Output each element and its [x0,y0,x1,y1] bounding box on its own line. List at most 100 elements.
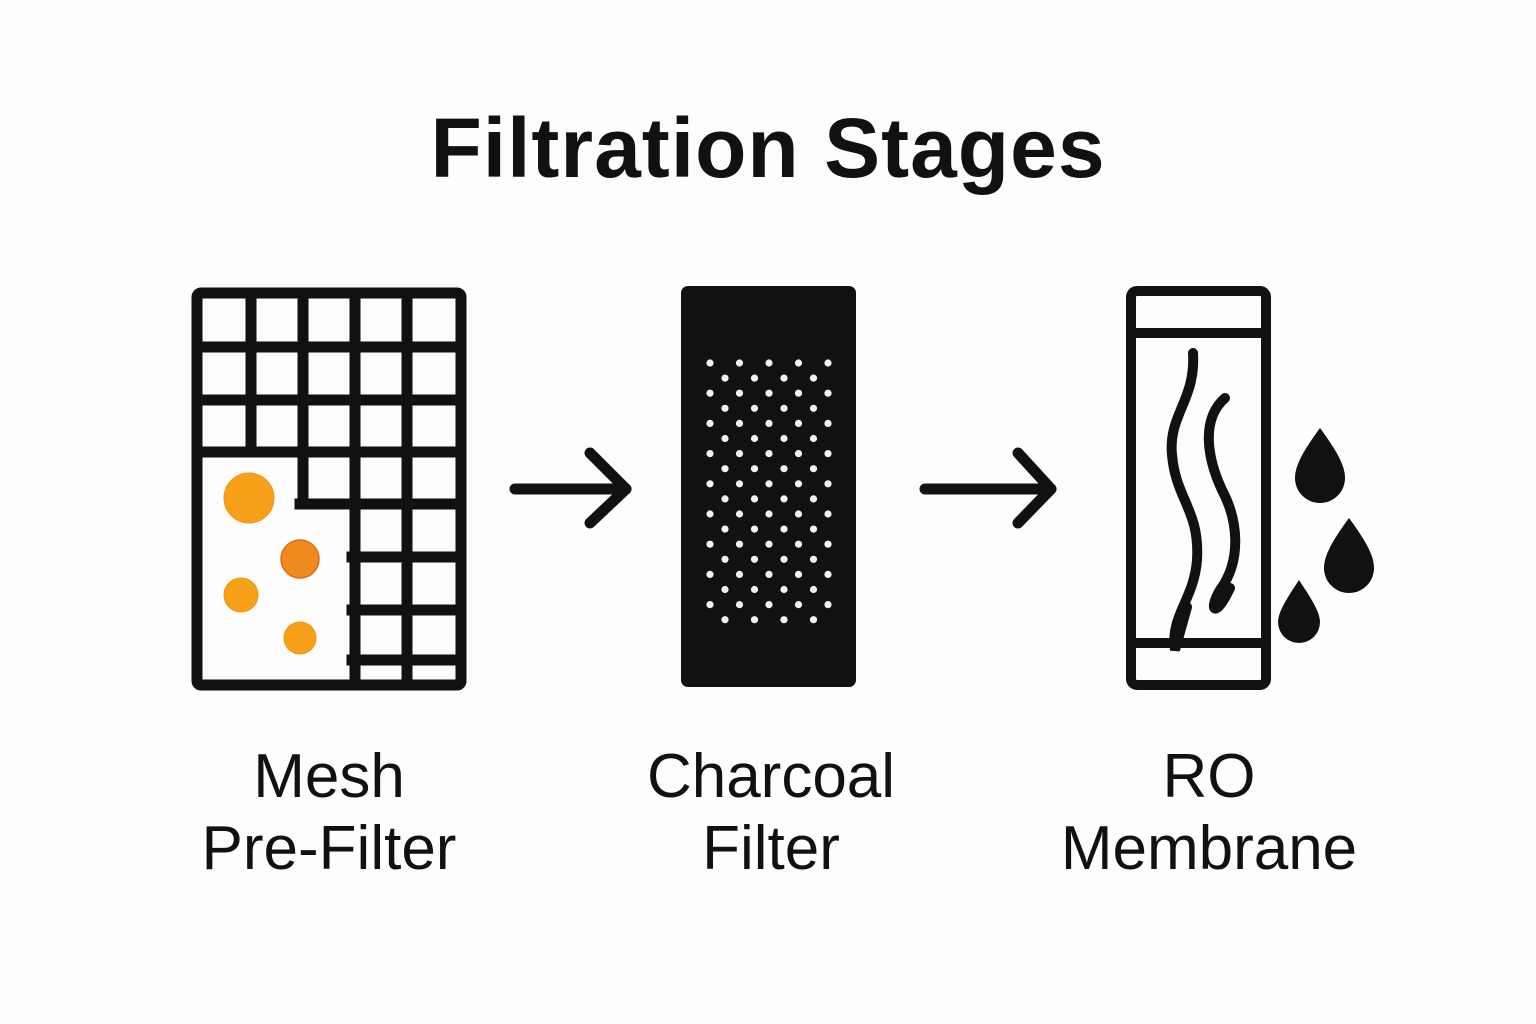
pore-dot [706,480,714,488]
pore-dot [809,465,818,473]
pore-dot [794,450,803,458]
pore-dot [706,510,714,518]
pore-dot [794,601,803,609]
pore-dot [809,616,818,624]
label-line: Charcoal [646,742,896,811]
pore-dot [765,480,773,488]
pore-dot [780,585,788,594]
pore-dot [706,540,714,548]
pore-dot [765,540,773,548]
pore-dot [735,450,744,458]
pore-dot [735,570,744,579]
label-line: Membrane [1060,814,1358,883]
pore-dot [706,570,714,579]
pore-dot [809,434,818,443]
pore-dot [780,374,788,382]
pore-dot [780,616,788,624]
pore-dot [780,404,788,412]
pore-dot [780,465,788,473]
pore-dot [794,480,803,488]
pore-dot [706,450,714,458]
charcoal-pores [706,359,832,624]
pore-dot [809,495,818,503]
pore-dot [824,450,832,458]
pore-dot [824,540,832,548]
pore-dot [824,601,832,609]
pore-dot [794,419,803,427]
pore-dot [794,389,803,397]
mesh-frame [191,287,467,691]
pore-dot [794,570,803,579]
pore-dot [794,510,803,518]
pore-dot [824,480,832,488]
pore-dot [809,404,818,412]
pore-dot [794,540,803,548]
pore-dot [721,555,729,563]
pore-dot [809,374,818,382]
water-drop-icon [1324,518,1374,593]
pore-dot [721,585,729,594]
pore-dot [750,555,759,563]
particle [280,539,320,579]
label-line: RO [1162,742,1256,811]
pore-dot [721,616,729,624]
pore-dot [780,434,788,443]
charcoal-block-icon [681,286,856,687]
pore-dot [735,480,744,488]
pore-dot [809,585,818,594]
pore-dot [750,404,759,412]
pore-dot [750,465,759,473]
pore-dot [750,495,759,503]
pore-dot [780,555,788,563]
particle [283,621,317,655]
pore-dot [824,419,832,427]
arrow-right-icon [919,447,1057,529]
mesh-grid-icon [191,287,467,691]
pore-dot [824,389,832,397]
particle [223,472,275,524]
pore-dot [735,359,744,367]
pore-dot [780,525,788,533]
pore-dot [735,389,744,397]
pore-dot [765,510,773,518]
stage-label-charcoal-filter: Charcoal Filter [571,741,971,885]
pore-dot [765,359,773,367]
pore-dot [721,374,729,382]
pore-dot [765,450,773,458]
pore-dot [706,359,714,367]
pore-dot [706,419,714,427]
pore-dot [824,510,832,518]
pore-dot [721,465,729,473]
pore-dot [735,510,744,518]
pore-dot [721,525,729,533]
label-line: Pre-Filter [201,814,457,883]
pore-dot [765,389,773,397]
pore-dot [765,601,773,609]
pore-dot [780,495,788,503]
pore-dot [809,525,818,533]
pore-dot [706,601,714,609]
stage-label-ro-membrane: RO Membrane [1009,741,1409,885]
pore-dot [721,495,729,503]
pore-dot [750,585,759,594]
pore-dot [750,434,759,443]
pore-dot [750,616,759,624]
pore-dot [721,434,729,443]
pore-dot [765,570,773,579]
pore-dot [794,359,803,367]
pore-dot [735,419,744,427]
pore-dot [750,525,759,533]
water-drop-icon [1295,428,1345,503]
label-line: Filter [702,814,840,883]
water-drop-icon [1278,580,1320,643]
pore-dot [809,555,818,563]
arrow-right-icon [509,447,632,529]
particle [223,577,259,613]
label-line: Mesh [253,742,405,811]
pore-dot [735,540,744,548]
pore-dot [706,389,714,397]
pore-dot [721,404,729,412]
pore-dot [824,359,832,367]
membrane-cartridge-icon [1126,286,1374,690]
pore-dot [765,419,773,427]
